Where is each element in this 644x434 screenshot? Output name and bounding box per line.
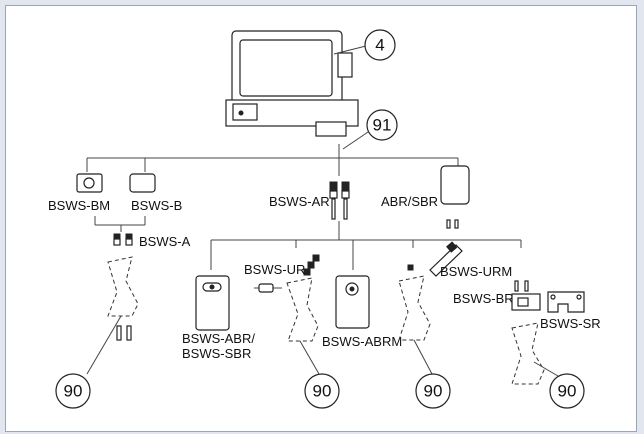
bsws-urm-hardware	[407, 241, 463, 277]
label-bsws-b: BSWS-B	[131, 198, 182, 213]
bsws-abrm-bracket	[335, 275, 370, 329]
callout-91: 91	[366, 109, 398, 141]
label-bsws-a: BSWS-A	[139, 234, 191, 249]
abr-sbr-housing	[440, 165, 470, 229]
mount-outline-3	[398, 275, 431, 341]
bsws-br-screws	[514, 280, 529, 292]
callout-4-label: 4	[375, 36, 384, 55]
bsws-ar-screws	[329, 181, 350, 220]
label-bsws-abr: BSWS-ABR/	[182, 331, 255, 346]
callout-90-c: 90	[415, 373, 451, 409]
label-bsws-sr: BSWS-SR	[540, 316, 601, 331]
bsws-bm-part	[76, 173, 103, 193]
callout-90-a-label: 90	[64, 382, 83, 401]
bsws-abr-bracket	[195, 275, 230, 331]
label-abr-sbr: ABR/SBR	[381, 194, 438, 209]
callout-90-d-label: 90	[558, 382, 577, 401]
label-bsws-urm: BSWS-URM	[440, 264, 512, 279]
callout-90-d: 90	[549, 373, 585, 409]
mount-1-screws	[116, 325, 132, 341]
label-bsws-bm: BSWS-BM	[48, 198, 110, 213]
label-bsws-ar: BSWS-AR	[269, 194, 330, 209]
label-bsws-sbr: BSWS-SBR	[182, 346, 251, 361]
mount-outline-4	[511, 322, 545, 385]
bsws-ur-hardware	[254, 254, 320, 293]
callout-90-b-label: 90	[313, 382, 332, 401]
mount-outline-2	[286, 277, 319, 342]
label-bsws-ur: BSWS-UR	[244, 262, 305, 277]
callout-4: 4	[364, 29, 396, 61]
bsws-a-screws	[113, 233, 133, 246]
label-bsws-abrm: BSWS-ABRM	[322, 334, 402, 349]
label-bsws-br: BSWS-BR	[453, 291, 514, 306]
callout-90-a: 90	[55, 373, 91, 409]
callout-91-label: 91	[373, 116, 392, 135]
mount-outline-1	[107, 256, 139, 317]
sensor-unit	[225, 30, 359, 137]
bsws-b-part	[129, 173, 156, 193]
callout-90-b: 90	[304, 373, 340, 409]
callout-90-c-label: 90	[424, 382, 443, 401]
bsws-br-bracket	[511, 293, 541, 311]
bsws-sr-plate	[547, 291, 585, 313]
